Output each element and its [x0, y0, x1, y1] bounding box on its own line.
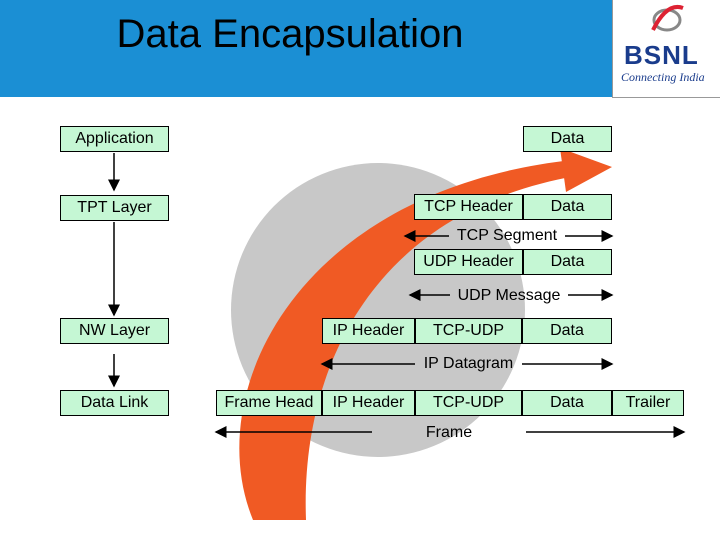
swoosh-arrowhead	[560, 148, 612, 192]
udp-message-label: UDP Message	[450, 287, 568, 305]
ip-tcp-udp-box: TCP-UDP	[415, 318, 522, 344]
ip-datagram-label: IP Datagram	[415, 355, 522, 373]
ip-header-box: IP Header	[322, 318, 415, 344]
layer-application: Application	[60, 126, 169, 152]
app-data-box: Data	[523, 126, 612, 152]
layer-data-link: Data Link	[60, 390, 169, 416]
tcp-header-box: TCP Header	[414, 194, 523, 220]
frame-tcp-udp-box: TCP-UDP	[415, 390, 522, 416]
frame-trailer-box: Trailer	[612, 390, 684, 416]
udp-data-box: Data	[523, 249, 612, 275]
layer-nw: NW Layer	[60, 318, 169, 344]
frame-ip-header-box: IP Header	[322, 390, 415, 416]
tcp-data-box: Data	[523, 194, 612, 220]
frame-head-box: Frame Head	[216, 390, 322, 416]
udp-header-box: UDP Header	[414, 249, 523, 275]
frame-label: Frame	[372, 424, 526, 442]
ip-data-box: Data	[522, 318, 612, 344]
layer-tpt: TPT Layer	[60, 195, 169, 221]
frame-data-box: Data	[522, 390, 612, 416]
tcp-segment-label: TCP Segment	[449, 227, 565, 245]
